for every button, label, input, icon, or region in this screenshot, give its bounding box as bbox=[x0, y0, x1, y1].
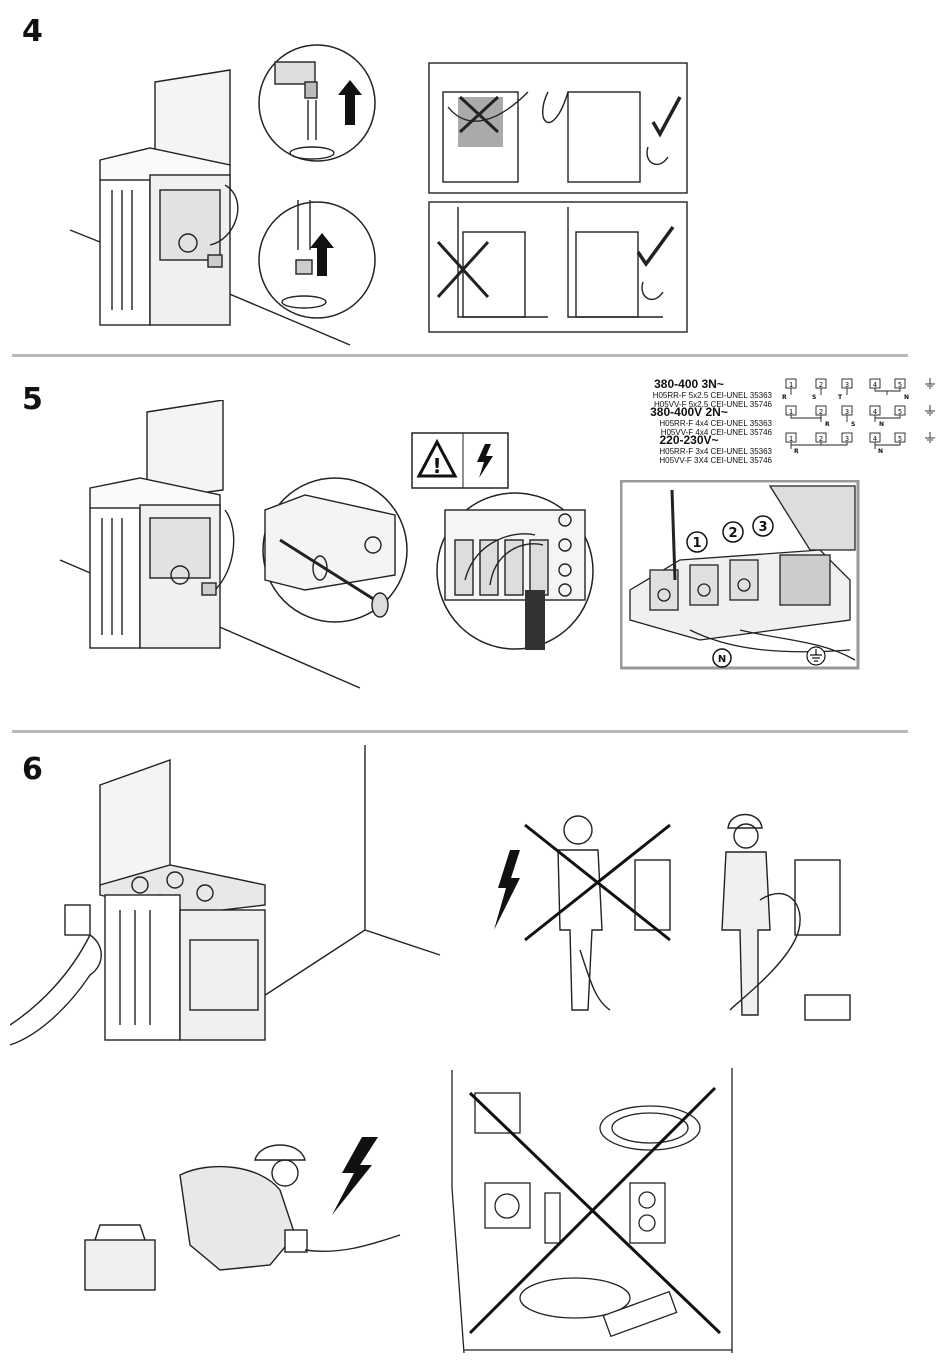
svg-text:R: R bbox=[794, 448, 799, 455]
svg-text:4: 4 bbox=[873, 408, 877, 416]
svg-text:S: S bbox=[851, 421, 855, 428]
svg-text:2: 2 bbox=[819, 381, 823, 389]
svg-text:N: N bbox=[878, 448, 883, 455]
svg-text:2: 2 bbox=[819, 435, 823, 443]
step6-cooker-plug-into-socket-illustration bbox=[10, 745, 450, 1075]
svg-text:1: 1 bbox=[789, 435, 793, 443]
svg-text:4: 4 bbox=[873, 435, 877, 443]
spec-header: 380-400 3N~ bbox=[606, 378, 772, 391]
wiring-spec-block-3: 220-230V~ H05RR-F 3x4 CEI-UNEL 35363 H05… bbox=[606, 434, 772, 465]
step5-cooker-terminal-cover-illustration bbox=[55, 400, 420, 690]
svg-text:3: 3 bbox=[845, 435, 849, 443]
terminal-connection-diagrams: 1 2 3 4 5 1 2 3 4 5 1 2 3 4 5 R S T N R S N R N bbox=[780, 378, 940, 458]
svg-text:2: 2 bbox=[819, 408, 823, 416]
spec-header: 380-400V 2N~ bbox=[606, 406, 772, 419]
spec-cable: H05RR-F 3x4 CEI-UNEL 35363 bbox=[606, 447, 772, 456]
terminal-block-detail-panel: 1 2 3 N bbox=[620, 480, 860, 670]
step4-hose-routing-right-wrong bbox=[428, 62, 690, 334]
svg-text:5: 5 bbox=[898, 435, 902, 443]
terminal-block-zoom-illustration bbox=[425, 490, 605, 652]
neutral-label: N bbox=[718, 654, 726, 665]
svg-text:N: N bbox=[904, 394, 909, 401]
svg-text:5: 5 bbox=[898, 408, 902, 416]
svg-text:T: T bbox=[838, 394, 843, 401]
svg-text:!: ! bbox=[432, 454, 441, 478]
svg-text:N: N bbox=[879, 421, 884, 428]
electric-hazard-warning-sign: ! bbox=[411, 432, 511, 490]
spec-cable: H05RR-F 5x2.5 CEI-UNEL 35363 bbox=[606, 391, 772, 400]
svg-text:1: 1 bbox=[789, 408, 793, 416]
svg-text:S: S bbox=[812, 394, 816, 401]
callout-1: 1 bbox=[692, 536, 701, 551]
qualified-electrician-illustration bbox=[700, 800, 860, 1030]
svg-text:R: R bbox=[825, 421, 830, 428]
svg-text:R: R bbox=[782, 394, 787, 401]
spec-cable: H05VV-F 3X4 CEI-UNEL 35746 bbox=[606, 456, 772, 465]
svg-text:4: 4 bbox=[873, 381, 877, 389]
svg-text:5: 5 bbox=[898, 381, 902, 389]
callout-3: 3 bbox=[758, 520, 767, 535]
section-divider bbox=[12, 730, 908, 733]
electrician-crouching-at-socket-illustration bbox=[80, 1135, 410, 1300]
spec-cable: H05RR-F 4x4 CEI-UNEL 35363 bbox=[606, 419, 772, 428]
wrong-untrained-person-illustration bbox=[480, 800, 685, 1030]
step-number-5: 5 bbox=[22, 382, 43, 417]
svg-text:3: 3 bbox=[845, 381, 849, 389]
spec-header: 220-230V~ bbox=[606, 434, 772, 447]
step4-cooker-gas-hose-illustration bbox=[60, 40, 390, 350]
wrong-adapters-extension-leads-illustration bbox=[440, 1068, 740, 1353]
step-number-4: 4 bbox=[22, 14, 43, 49]
callout-2: 2 bbox=[728, 526, 737, 541]
section-divider bbox=[12, 354, 908, 357]
svg-text:3: 3 bbox=[845, 408, 849, 416]
terminal-number: 1 bbox=[789, 381, 793, 389]
